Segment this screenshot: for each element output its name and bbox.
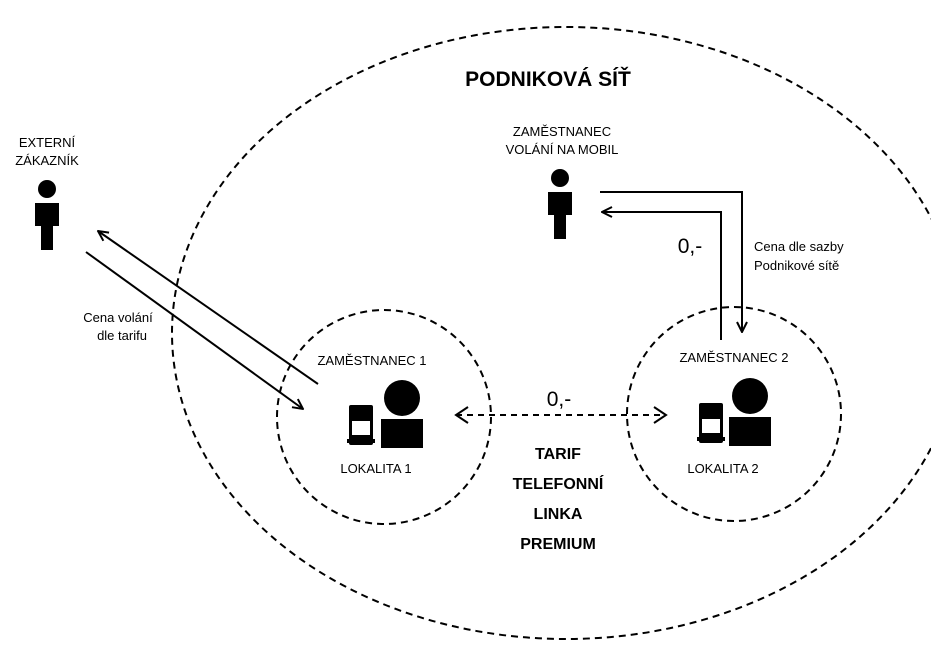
network-title: PODNIKOVÁ SÍŤ — [465, 67, 631, 91]
location-1-employee-label: ZAMĚSTNANEC 1 — [317, 353, 426, 368]
inter-location-price: 0,- — [547, 388, 572, 411]
external-customer-label-line1: EXTERNÍ — [19, 135, 76, 150]
mobile-call-price-line2: Podnikové sítě — [754, 258, 839, 273]
location-1: ZAMĚSTNANEC 1 LOKALITA 1 — [276, 309, 492, 525]
mobile-call-price-amount: 0,- — [678, 235, 703, 258]
mobile-call-price-line1: Cena dle sazby — [754, 239, 844, 254]
tariff-line: TELEFONNÍ — [513, 474, 604, 493]
location-2-boundary — [626, 306, 842, 522]
tariff-line: TARIF — [535, 446, 581, 463]
tariff-line: PREMIUM — [520, 536, 596, 553]
external-call-price-line2: dle tarifu — [97, 328, 147, 343]
tariff-line: LINKA — [534, 506, 583, 523]
desk-phone-icon — [347, 405, 375, 445]
location-2-name: LOKALITA 2 — [687, 461, 758, 476]
person-icon — [35, 180, 59, 250]
location-1-boundary — [276, 309, 492, 525]
location-2: ZAMĚSTNANEC 2 LOKALITA 2 — [626, 306, 842, 522]
external-call-price-line1: Cena volání — [83, 310, 153, 325]
arrow-to-location-1 — [85, 251, 303, 409]
mobile-employee: ZAMĚSTNANEC VOLÁNÍ NA MOBIL — [506, 124, 619, 239]
desk-phone-icon — [697, 403, 725, 443]
employee-icon — [729, 378, 771, 446]
link-arrowhead-left — [454, 406, 469, 424]
mobile-employee-label-line1: ZAMĚSTNANEC — [513, 124, 611, 139]
external-customer: EXTERNÍ ZÁKAZNÍK Cena volání dle tarifu — [15, 135, 153, 343]
tariff-label: TARIF TELEFONNÍ LINKA PREMIUM — [513, 446, 604, 553]
external-customer-label-line2: ZÁKAZNÍK — [15, 153, 79, 168]
location-2-employee-label: ZAMĚSTNANEC 2 — [679, 350, 788, 365]
mobile-employee-label-line2: VOLÁNÍ NA MOBIL — [506, 142, 619, 157]
location-1-name: LOKALITA 1 — [340, 461, 411, 476]
arrow-mobile-to-location-2 — [600, 191, 742, 332]
person-icon — [548, 169, 572, 239]
employee-icon — [381, 380, 423, 448]
link-arrowhead-right — [653, 406, 668, 424]
arrow-location-2-to-mobile — [602, 212, 722, 340]
arrow-to-external-customer — [98, 231, 319, 385]
